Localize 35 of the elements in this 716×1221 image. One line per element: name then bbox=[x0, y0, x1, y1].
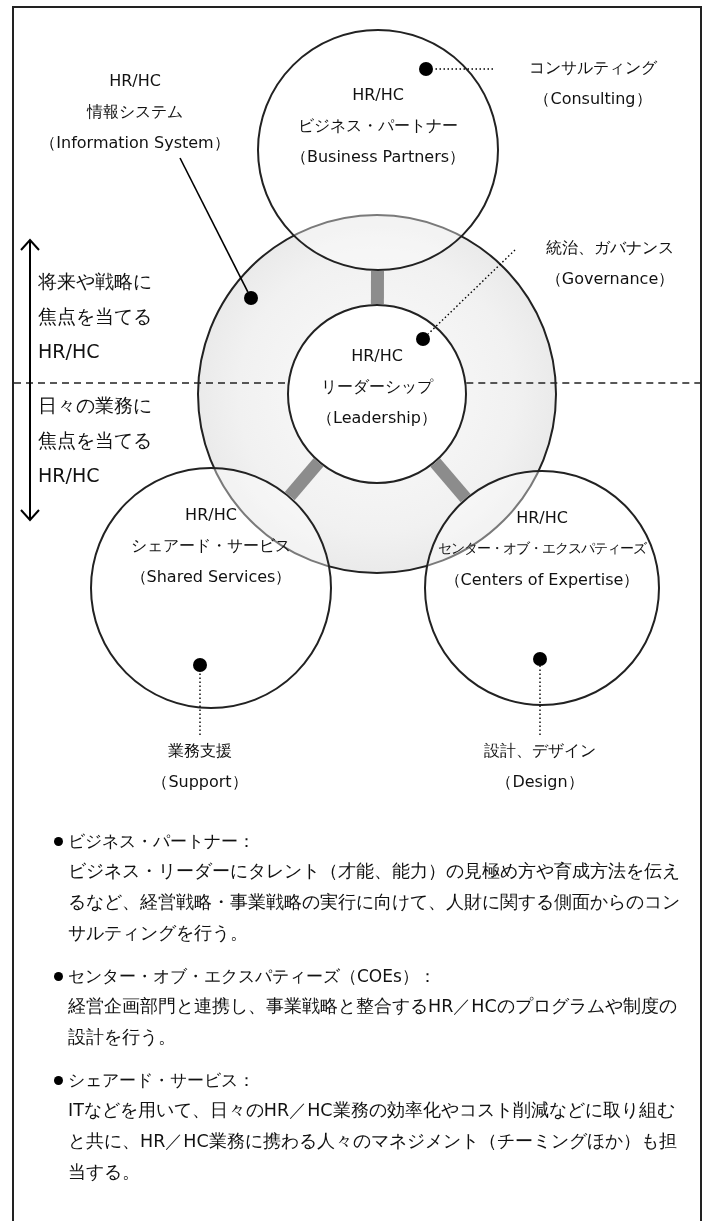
callout-label: コンサルティング （Consulting） bbox=[493, 52, 693, 116]
dot-marker bbox=[244, 291, 258, 305]
leader-line bbox=[427, 249, 516, 335]
node-text: ビジネス・パートナー bbox=[297, 114, 459, 137]
dot-marker bbox=[193, 658, 207, 672]
node-text: シェアード・サービス bbox=[130, 534, 292, 557]
node-text: （Centers of Expertise） bbox=[443, 568, 641, 591]
node-text: HR/HC bbox=[350, 344, 404, 367]
node-text: （Shared Services） bbox=[130, 565, 292, 588]
leader-line bbox=[199, 671, 201, 736]
bullet-text: ITなどを用いて、日々のHR／HC業務の効率化やコスト削減などに取り組むと共に、HR／HC業務に携わる人々のマネジメント（チーミングほか）も担当する。 bbox=[67, 1099, 678, 1184]
node-text: センター・オブ・エクスパティーズ bbox=[438, 538, 646, 558]
callout-label: 統治、ガバナンス （Governance） bbox=[515, 232, 705, 294]
side-label: 日々の業務に焦点を当てるHR/HC bbox=[38, 393, 153, 488]
bullet-heading: ビジネス・パートナー： bbox=[68, 831, 255, 851]
dot-marker bbox=[416, 332, 430, 346]
node-text: HR/HC bbox=[184, 503, 238, 526]
node-text: リーダーシップ bbox=[320, 375, 435, 398]
node-text: HR/HC bbox=[515, 506, 569, 529]
node-text: （Leadership） bbox=[317, 406, 437, 429]
callout-label: 業務支援 （Support） bbox=[145, 735, 255, 799]
node-text: （Business Partners） bbox=[290, 145, 466, 168]
dot-marker bbox=[533, 652, 547, 666]
connector-bar bbox=[370, 270, 384, 305]
bullet-text: 経営企画部門と連携し、事業戦略と整合するHR／HCのプログラムや制度の設計を行う。 bbox=[67, 995, 678, 1049]
callout-label: HR/HC 情報システム （Information System） bbox=[25, 65, 245, 158]
leader-line bbox=[539, 665, 541, 736]
node-text: HR/HC bbox=[351, 83, 405, 106]
leader-line bbox=[179, 157, 249, 293]
side-label: 将来や戦略に焦点を当てるHR/HC bbox=[38, 269, 153, 364]
dot-marker bbox=[419, 62, 433, 76]
bullet-heading: シェアード・サービス： bbox=[68, 1070, 255, 1090]
bullet-text: ビジネス・リーダーにタレント（才能、能力）の見極め方や育成方法を伝えるなど、経営戦略・事業戦略の実行に向けて、人財に関する側面からのコンサルティングを行う。 bbox=[67, 860, 681, 945]
callout-label: 設計、デザイン （Design） bbox=[470, 735, 610, 799]
bullet-heading: センター・オブ・エクスパティーズ（COEs）： bbox=[68, 966, 436, 986]
